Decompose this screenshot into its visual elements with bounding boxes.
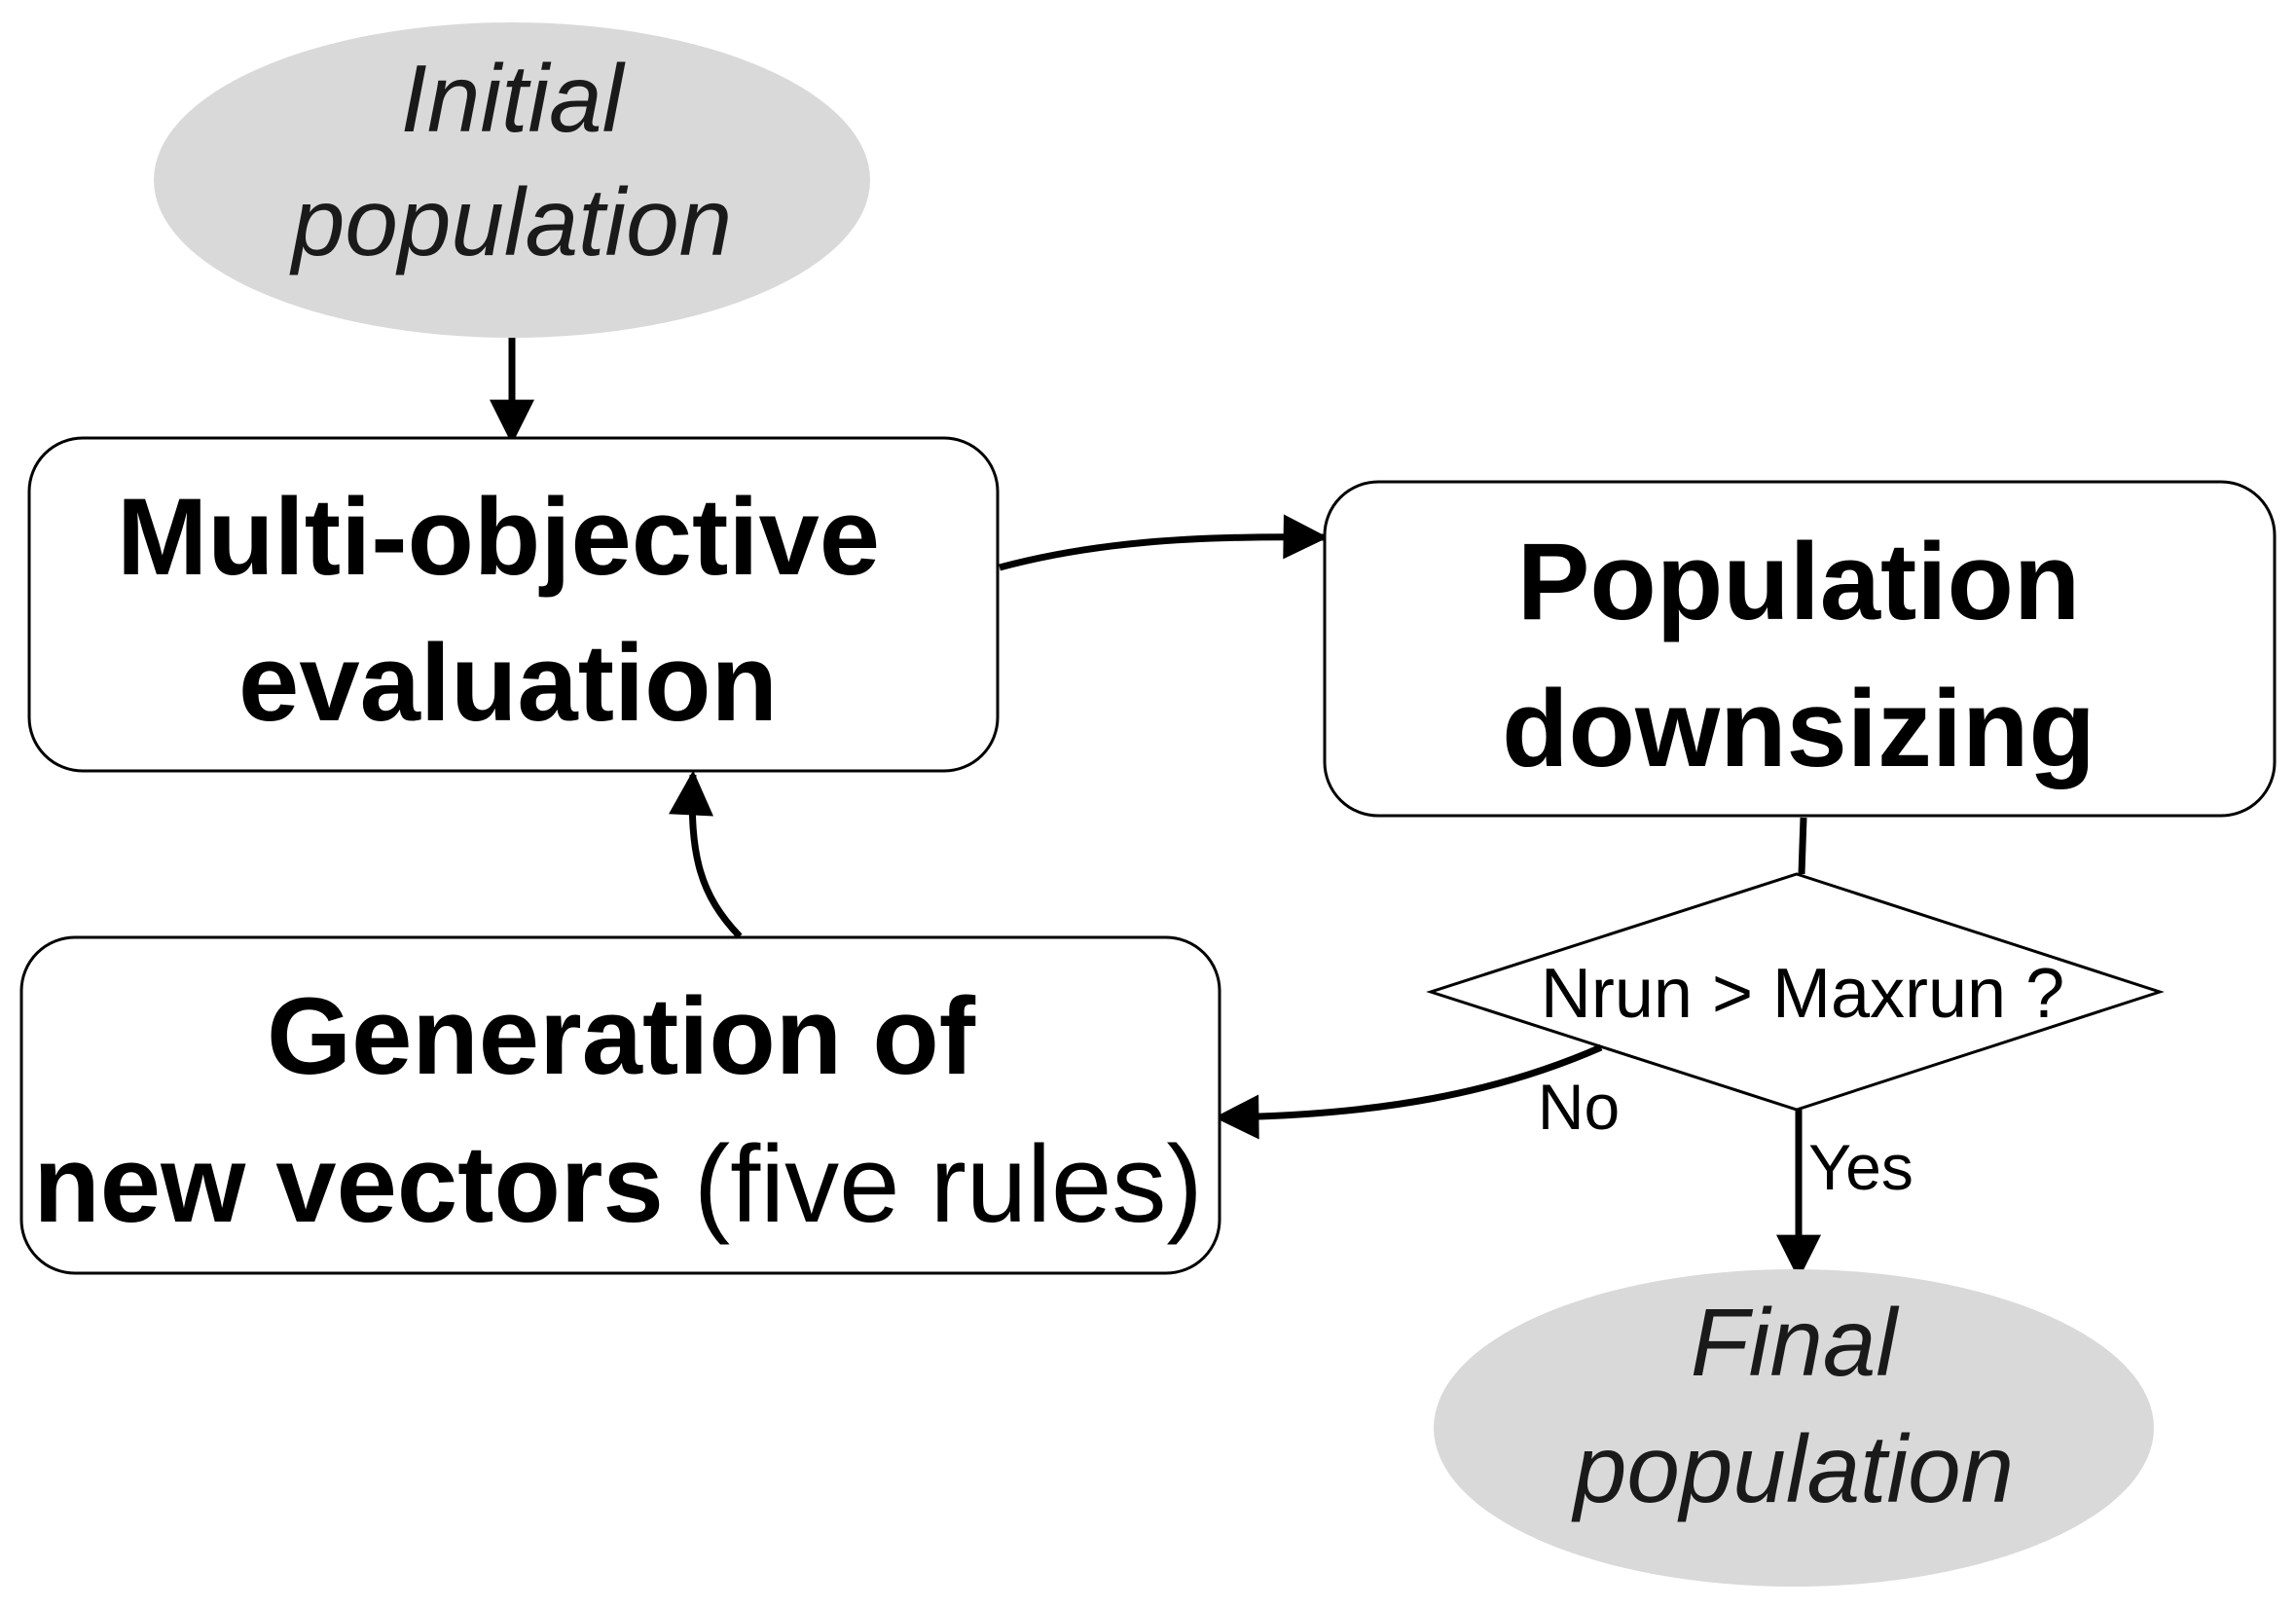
final-population-ellipse xyxy=(1434,1269,2154,1587)
initial-population-ellipse xyxy=(154,22,870,338)
generation-box xyxy=(19,935,1221,1275)
final-population-line1: Final xyxy=(1691,1289,1900,1396)
downsizing-line2: downsizing xyxy=(1502,668,2096,789)
initial-population-line2: population xyxy=(289,168,732,275)
generation-line1: Generation of xyxy=(267,975,976,1097)
arrow-decision-no-to-generation xyxy=(1214,1043,1603,1140)
initial-population-line1: Initial xyxy=(401,45,626,152)
arrow-generation-to-evaluation xyxy=(669,770,743,939)
edge-label-yes: Yes xyxy=(1808,1131,1913,1203)
downsizing-line1: Population xyxy=(1517,521,2081,642)
edge-label-no: No xyxy=(1538,1071,1620,1143)
evaluation-line2: evaluation xyxy=(238,622,778,744)
decision-label: Nrun > Maxrun ? xyxy=(1541,955,2064,1033)
final-population-line2: population xyxy=(1571,1415,2014,1522)
evaluation-box xyxy=(27,436,1000,773)
downsizing-box xyxy=(1323,480,2277,818)
arrow-evaluation-to-downsizing xyxy=(999,514,1329,571)
generation-node: Generation of new vectors (five rules) xyxy=(19,935,1221,1275)
final-population-node: Final population xyxy=(1434,1269,2154,1587)
generation-line2-normal: (five rules) xyxy=(664,1123,1203,1245)
generation-line2: new vectors (five rules) xyxy=(33,1123,1202,1245)
connector-downsizing-to-decision xyxy=(1798,817,1807,875)
initial-population-node: Initial population xyxy=(154,22,870,338)
downsizing-node: Population downsizing xyxy=(1323,480,2277,818)
evaluation-line1: Multi-objective xyxy=(117,476,880,598)
evaluation-node: Multi-objective evaluation xyxy=(27,436,1000,773)
generation-line2-bold: new vectors xyxy=(33,1123,663,1245)
